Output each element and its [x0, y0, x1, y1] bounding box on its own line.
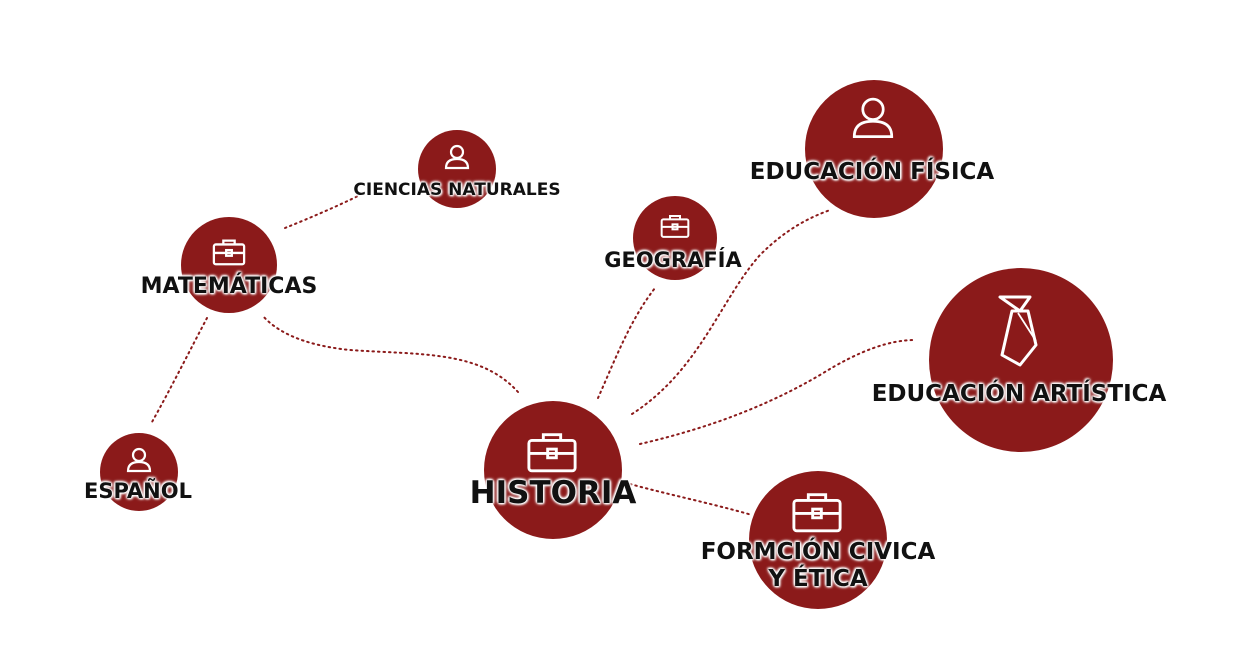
briefcase-icon [660, 213, 690, 243]
node-label-historia: HISTORIA [469, 475, 637, 511]
node-label-educacion-fisica: EDUCACIÓN FÍSICA [749, 159, 995, 185]
node-label-formacion-civica-line1: FORMCIÓN CIVICA [700, 539, 936, 565]
node-label-matematicas: MATEMÁTICAS [140, 274, 318, 299]
tie-icon [996, 295, 1044, 371]
edge-matematicas-espanol [151, 317, 208, 423]
node-label-ciencias-naturales: CIENCIAS NATURALES [353, 180, 561, 200]
node-label-formacion-civica-line2: Y ÉTICA [768, 566, 868, 592]
briefcase-icon [791, 490, 843, 538]
node-label-espanol: ESPAÑOL [84, 479, 192, 503]
node-educacion-artistica[interactable] [929, 268, 1113, 452]
edge-historia-geografia [597, 287, 656, 399]
edge-historia-educacion-fisica [631, 209, 831, 415]
user-icon [126, 446, 152, 477]
node-geografia[interactable] [633, 196, 717, 280]
edge-historia-educacion-artistica [639, 339, 916, 445]
node-label-geografia: GEOGRAFÍA [604, 248, 742, 272]
briefcase-icon [526, 430, 578, 478]
user-icon [849, 94, 897, 144]
user-icon [444, 143, 470, 174]
node-educacion-fisica[interactable] [805, 80, 943, 218]
edge-historia-formacion-civica [629, 483, 753, 516]
node-label-educacion-artistica: EDUCACIÓN ARTÍSTICA [871, 381, 1167, 407]
briefcase-icon [212, 237, 246, 271]
edge-historia-matematicas [261, 314, 519, 393]
